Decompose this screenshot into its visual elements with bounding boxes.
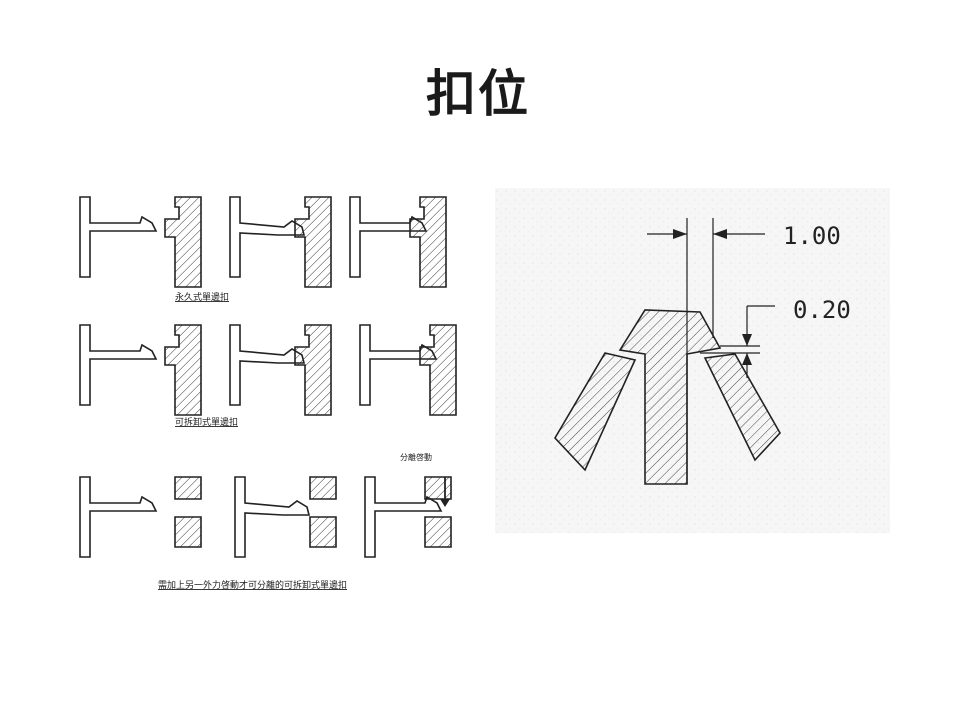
caption-permanent: 永久式單邊扣 [175, 291, 229, 303]
dim-label-2: 0.20 [793, 296, 851, 324]
slide-title: 扣位 [426, 64, 530, 123]
dim-label-1: 1.00 [783, 222, 841, 250]
right-wall [703, 353, 781, 462]
row-permanent [79, 196, 447, 288]
caption-removable: 可拆卸式單邊扣 [175, 416, 238, 428]
snap-dimension-diagram: 1.00 0.20 [495, 188, 890, 533]
row-removable [79, 324, 457, 416]
release-label: 分離啓動 [400, 452, 432, 462]
snap-fit-types-diagram: 永久式單邊扣 可拆卸式單邊扣 分離啓動 需加上另一外力啓動才可分離的可拆卸式單邊… [79, 196, 457, 591]
row-external-release [79, 476, 452, 558]
figure-background [495, 188, 890, 533]
caption-external-release: 需加上另一外力啓動才可分離的可拆卸式單邊扣 [158, 579, 347, 591]
left-wall [554, 352, 637, 472]
